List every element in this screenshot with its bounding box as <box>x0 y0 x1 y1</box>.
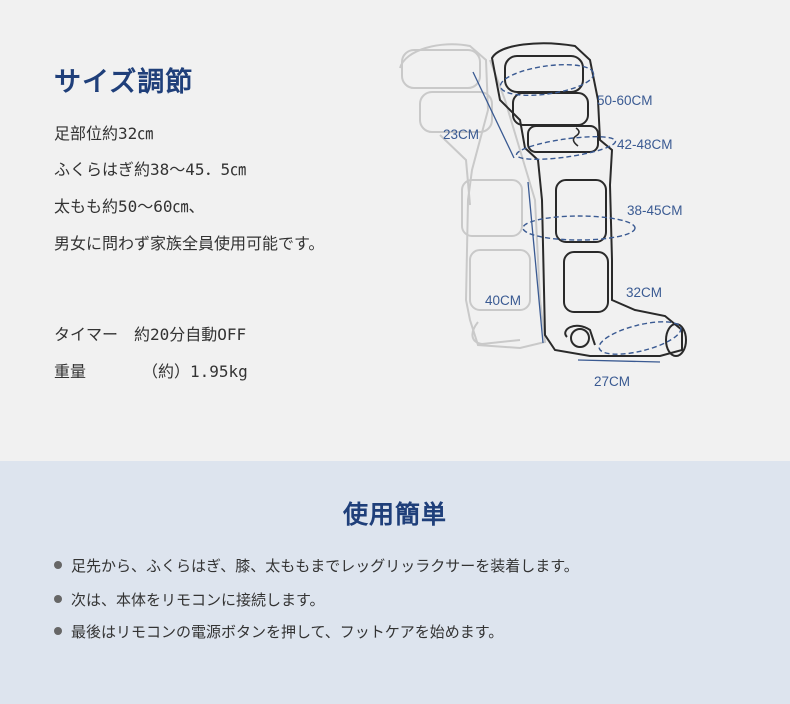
dimension-lines <box>472 71 661 363</box>
label-foot-len: 27CM <box>594 374 631 389</box>
label-calf-circ: 38-45CM <box>627 203 683 218</box>
leg-massager-diagram <box>399 42 687 363</box>
usage-panel <box>0 461 790 704</box>
usage-step-text: 次は、本体をリモコンに接続します。 <box>71 591 325 609</box>
spec-line-calf: ふくらはぎ約38～45．5㎝ <box>54 160 247 179</box>
usage-step-3: 最後はリモコンの電源ボタンを押して、フットケアを始めます。 <box>54 621 503 642</box>
usage-step-2: 次は、本体をリモコンに接続します。 <box>54 589 325 610</box>
label-height-23: 23CM <box>443 127 480 142</box>
bullet-dot-icon <box>54 560 62 569</box>
spec-line-thigh: 太もも約50～60㎝、 <box>54 197 205 216</box>
bullet-dot-icon <box>54 594 62 603</box>
spec-panel <box>0 0 790 461</box>
spec-line-family: 男女に問わず家族全員使用可能です。 <box>54 234 325 253</box>
timer-spec: タイマー 約20分自動OFF <box>54 325 247 344</box>
weight-spec: 重量 （約）1.95kg <box>54 362 248 381</box>
spec-line-foot: 足部位約32㎝ <box>54 124 154 143</box>
ghost-leg-image <box>399 43 547 350</box>
label-foot-circ: 32CM <box>626 285 663 300</box>
label-height-40: 40CM <box>485 293 522 308</box>
label-thigh-circ: 50-60CM <box>597 93 653 108</box>
label-knee-circ: 42-48CM <box>617 137 673 152</box>
usage-step-text: 最後はリモコンの電源ボタンを押して、フットケアを始めます。 <box>71 623 504 641</box>
usage-step-1: 足先から、ふくらはぎ、膝、太ももまでレッグリッラクサーを装着します。 <box>54 555 579 576</box>
usage-step-text: 足先から、ふくらはぎ、膝、太ももまでレッグリッラクサーを装着します。 <box>71 557 579 575</box>
bullet-dot-icon <box>54 626 62 635</box>
measurement-guides <box>499 63 682 355</box>
usage-title: 使用簡単 <box>342 500 447 529</box>
size-title: サイズ調節 <box>54 67 194 98</box>
